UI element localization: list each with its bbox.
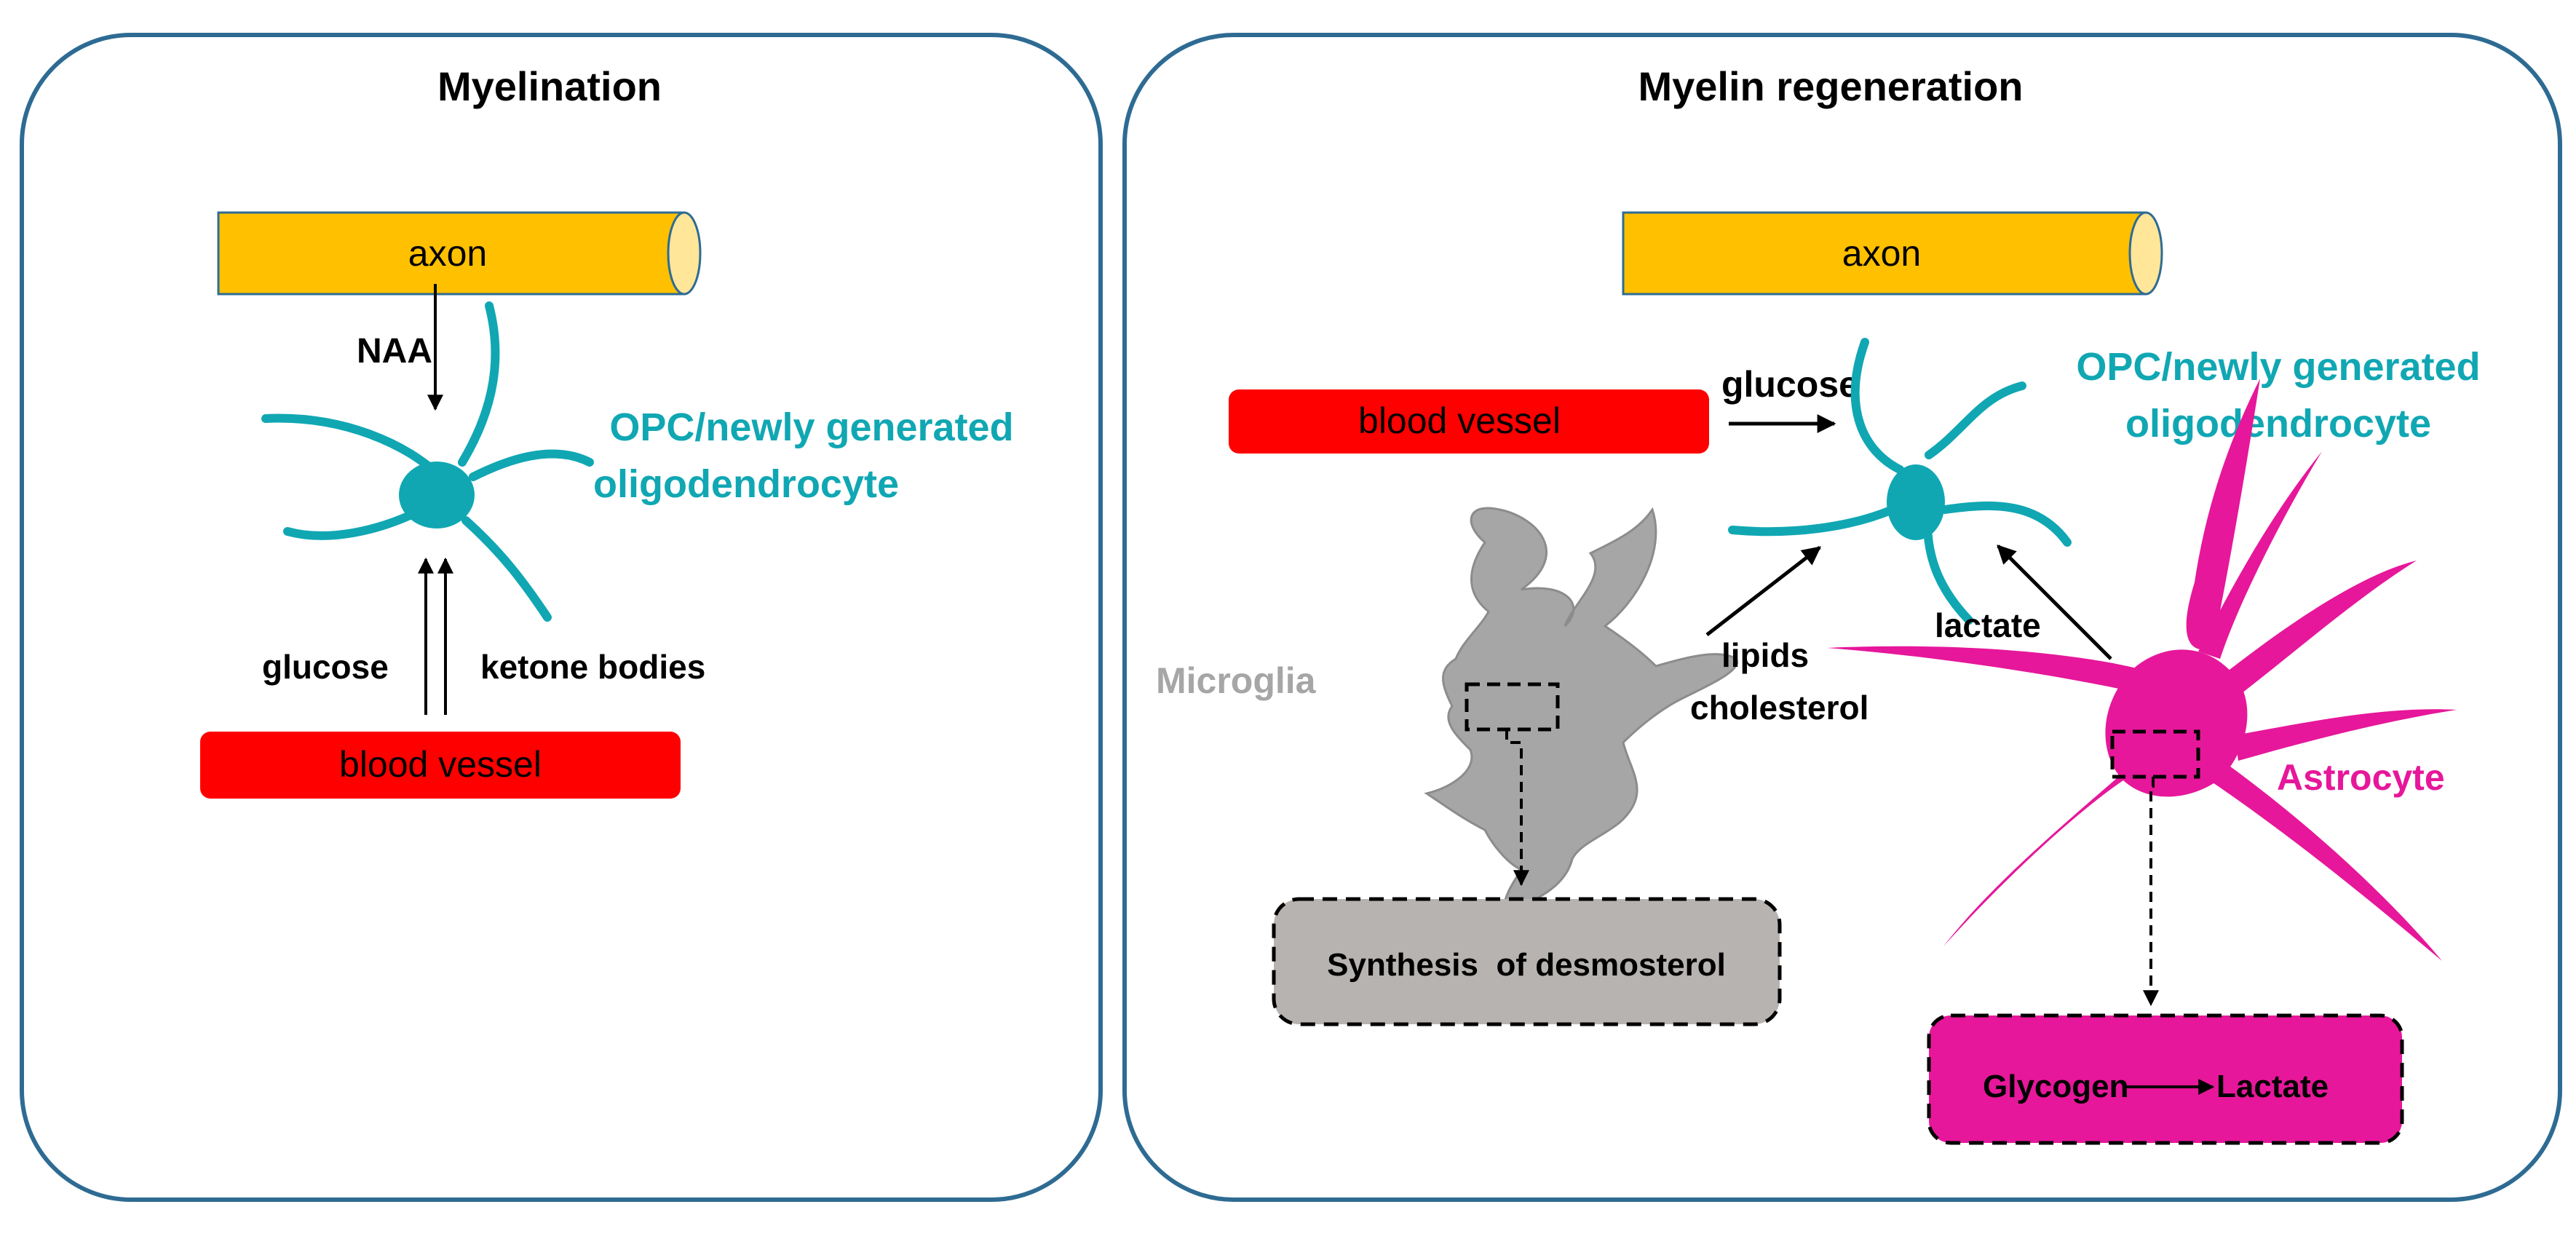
right-vessel-label: blood vessel [1358,400,1561,441]
left-axon-label: axon [408,233,487,274]
left-ketone-label: ketone bodies [480,648,705,686]
left-vessel-label: blood vessel [339,744,542,785]
microglia-cell [1424,507,1738,911]
microglia-dashed-arrow [1505,729,1529,887]
astrocyte-label: Astrocyte [2277,757,2445,798]
right-blood-vessel: blood vessel [1229,389,1709,454]
astrocyte-cell [1827,379,2457,961]
right-lactate-arrow [1997,545,2112,660]
right-panel-title: Myelin regeneration [1638,63,2023,109]
left-blood-vessel: blood vessel [200,732,681,799]
left-panel-title: Myelination [437,63,662,109]
desmosterol-box: Synthesis of desmosterol [1272,897,1782,1026]
astrocyte-dashed-arrow [2143,777,2159,1007]
left-glucose-label: glucose [262,648,389,686]
right-axon: axon [1622,211,2163,296]
microglia-label: Microglia [1156,660,1317,701]
right-lipids-arrow [1705,546,1822,636]
astrocyte-inner-box [2110,729,2200,779]
right-opc-label-line1: OPC/newly generated [2076,345,2480,389]
right-cholesterol-label: cholesterol [1690,689,1868,727]
desmosterol-label: Synthesis of desmosterol [1327,947,1726,983]
left-panel: Myelination axon NAA OPC/newly generated… [20,33,1103,1202]
left-opc-cell [261,301,594,622]
right-opc-label-line2: oligodendrocyte [2125,402,2431,446]
right-opc-cell [1728,338,2072,625]
right-lipids-label: lipids [1721,636,1809,674]
left-naa-label: NAA [357,332,432,371]
microglia-inner-box [1465,682,1560,732]
lactate-box-label: Lactate [2216,1069,2329,1104]
glycogen-label: Glycogen [1983,1069,2129,1104]
left-opc-label-line2: oligodendrocyte [593,462,899,506]
left-panel-border [20,33,1103,1202]
right-lactate-label: lactate [1935,606,2041,644]
right-panel: Myelin regeneration axon blood vessel gl… [1122,33,2562,1202]
right-glucose-label: glucose [1721,364,1859,405]
glycogen-lactate-box: Glycogen Lactate [1927,1013,2404,1145]
left-opc-label-line1: OPC/newly generated [609,405,1013,449]
right-axon-label: axon [1842,233,1921,274]
left-axon: axon [217,211,702,296]
